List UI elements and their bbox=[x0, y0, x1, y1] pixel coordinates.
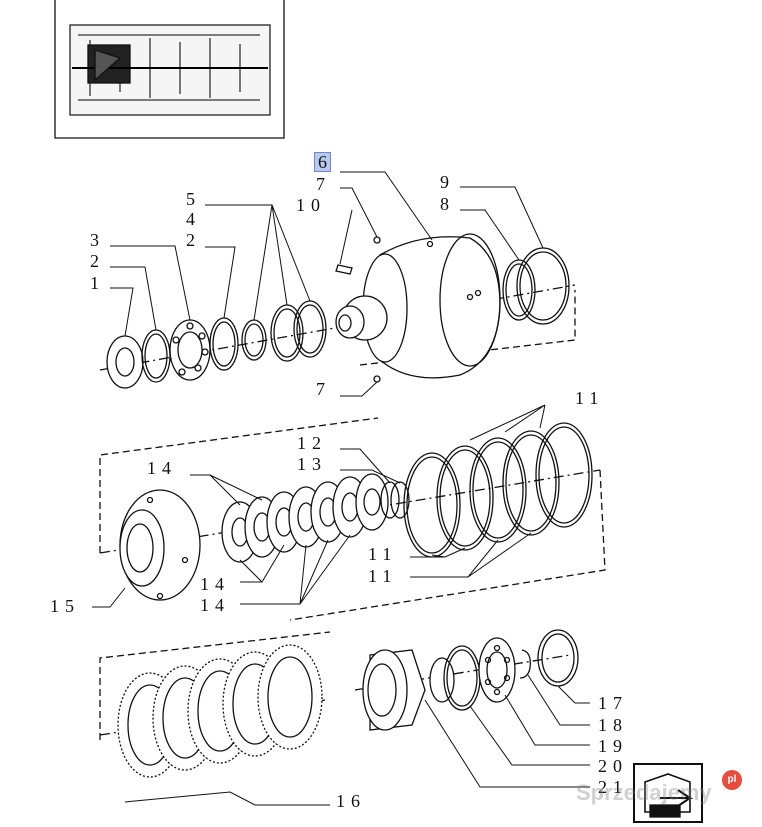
leaders-middle bbox=[92, 404, 546, 608]
transmission-overview-inset bbox=[54, 0, 285, 139]
part-2b-snap-ring bbox=[209, 317, 239, 371]
part-6-clutch-drum bbox=[335, 233, 501, 383]
callout-5: 5 bbox=[186, 189, 201, 209]
callout-2-b: 2 bbox=[186, 230, 201, 250]
callout-12: 12 bbox=[297, 433, 327, 453]
callout-17: 17 bbox=[598, 693, 628, 713]
callout-2-a: 2 bbox=[90, 251, 105, 271]
callout-14-a: 14 bbox=[147, 458, 177, 478]
part-16-clutch-discs bbox=[117, 644, 323, 778]
part-15-hub bbox=[119, 489, 201, 601]
callout-4: 4 bbox=[186, 209, 201, 229]
callout-14-b: 14 bbox=[200, 574, 230, 594]
callout-18: 18 bbox=[598, 715, 628, 735]
callout-13: 13 bbox=[297, 454, 327, 474]
callout-21: 21 bbox=[598, 777, 628, 797]
callout-11-c: 11 bbox=[368, 566, 398, 586]
part-18-clip bbox=[519, 649, 531, 679]
callout-7-a: 7 bbox=[316, 174, 331, 194]
callout-15: 15 bbox=[50, 596, 80, 616]
callout-10: 10 bbox=[296, 195, 326, 215]
callout-6-highlighted[interactable]: 6 bbox=[314, 152, 331, 172]
callout-16: 16 bbox=[336, 791, 366, 811]
callout-19: 19 bbox=[598, 736, 628, 756]
part-1-washer bbox=[106, 335, 144, 389]
callout-1: 1 bbox=[90, 273, 105, 293]
next-page-icon[interactable] bbox=[633, 763, 703, 823]
part-19-bearing bbox=[478, 637, 516, 703]
callout-7-b: 7 bbox=[316, 379, 331, 399]
part-9-ring bbox=[516, 247, 570, 325]
assembly-dashline-middle bbox=[99, 417, 606, 621]
callout-9: 9 bbox=[440, 172, 455, 192]
part-10-pin bbox=[335, 264, 353, 275]
watermark-badge: pl bbox=[722, 770, 742, 790]
callout-11-a: 11 bbox=[575, 388, 605, 408]
leaders-top bbox=[110, 171, 544, 397]
callout-8: 8 bbox=[440, 194, 455, 214]
callout-3: 3 bbox=[90, 230, 105, 250]
part-2-snap-ring bbox=[141, 329, 171, 383]
assembly-dashline-bottom bbox=[99, 631, 331, 740]
part-21-splined-hub bbox=[362, 649, 455, 731]
part-4-snap-ring bbox=[241, 319, 267, 361]
leaders-bottom bbox=[124, 674, 590, 806]
part-11-rings bbox=[403, 422, 593, 558]
callout-11-b: 11 bbox=[368, 544, 398, 564]
callout-14-c: 14 bbox=[200, 595, 230, 615]
part-17-snap-ring bbox=[537, 629, 579, 687]
callout-20: 20 bbox=[598, 756, 628, 776]
part-14-spring-washers bbox=[221, 473, 389, 563]
part-3-bearing bbox=[169, 319, 211, 381]
part-12-13-washers bbox=[380, 481, 410, 519]
watermark-text: Sprzedajemy bbox=[576, 780, 712, 805]
